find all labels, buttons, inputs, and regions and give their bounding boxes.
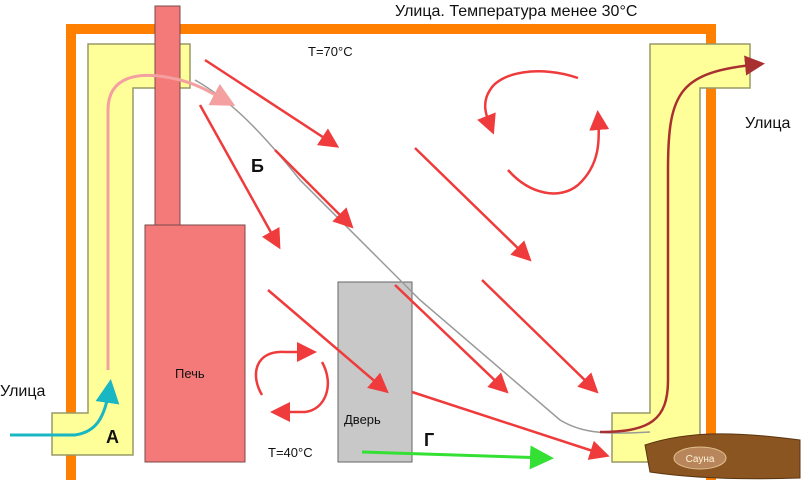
hot-air-arrow [204,58,340,148]
swirl-arrow [477,70,579,135]
logo-text: Сауна [686,454,715,465]
hot-air-arrow [481,279,599,394]
street-label-right: Улица [745,115,791,132]
swirl-arrow [507,110,610,195]
stove [144,224,246,463]
hot-air-arrow [267,289,389,394]
hot-air-arrow [414,147,532,262]
floor-flow-arrow [361,445,554,470]
street-label-left: Улица [0,383,46,400]
duct-up-arrow [106,73,236,370]
point-a-label: А [106,427,119,447]
swirl-arrow [270,361,330,422]
inflow-arrow [10,379,120,437]
hot-air-arrow [411,390,610,460]
top-temperature-label: T=70°C [308,44,353,59]
door-label: Дверь [344,412,381,427]
swirl-arrow [254,342,317,396]
bottom-temperature-label: T=40°C [268,445,313,460]
outside-temperature-label: Улица. Температура менее 30°С [395,3,637,20]
stove-label: Печь [175,366,205,381]
point-g-label: Г [424,430,434,450]
door [337,281,413,463]
hot-air-arrows [198,58,610,460]
hot-air-arrow [274,149,354,229]
chimney [154,5,181,227]
inlet-duct [51,43,191,456]
hot-air-arrow [198,104,281,250]
sauna-logo: Сауна [644,433,801,480]
hot-air-arrow [394,284,509,394]
point-b-label: Б [251,156,264,176]
exhaust-arrow [599,55,765,434]
